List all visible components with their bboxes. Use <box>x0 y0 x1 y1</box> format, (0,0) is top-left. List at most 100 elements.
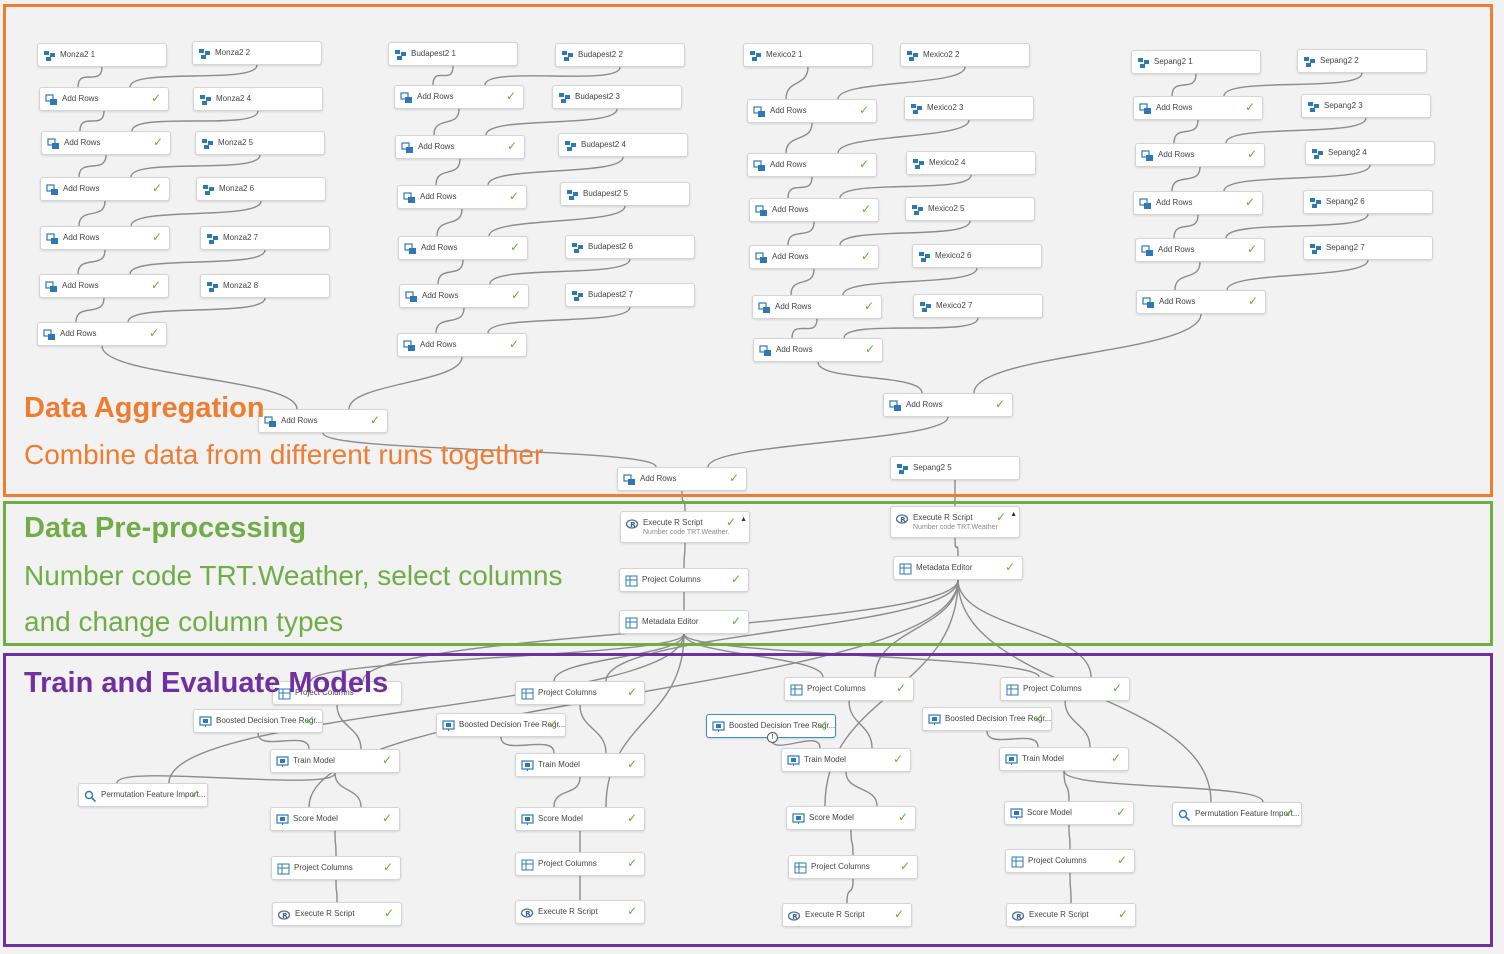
module-sm2[interactable]: Score Model✓ <box>515 807 645 831</box>
module-pc3[interactable]: Project Columns✓ <box>784 677 914 701</box>
module-me7[interactable]: Mexico2 7 <box>913 294 1043 318</box>
module-bd4[interactable]: Boosted Decision Tree Regr...✓ <box>922 707 1052 731</box>
module-bu7[interactable]: Budapest2 7 <box>565 283 695 307</box>
module-bd1[interactable]: Boosted Decision Tree Regr...✓ <box>193 709 323 733</box>
module-mo7[interactable]: Monza2 7 <box>200 226 330 250</box>
module-pc1[interactable]: Project Columns <box>272 681 402 705</box>
module-moa1[interactable]: Add Rows✓ <box>39 87 169 111</box>
module-se4[interactable]: Sepang2 4 <box>1305 141 1435 165</box>
module-se3[interactable]: Sepang2 3 <box>1301 94 1431 118</box>
module-moa3[interactable]: Add Rows✓ <box>40 177 170 201</box>
module-bua1[interactable]: Add Rows✓ <box>394 85 524 109</box>
module-mo4[interactable]: Monza2 4 <box>193 87 323 111</box>
module-sea5[interactable]: Add Rows✓ <box>1136 290 1266 314</box>
module-mo6[interactable]: Monza2 6 <box>196 177 326 201</box>
module-sea2[interactable]: Add Rows✓ <box>1135 143 1265 167</box>
module-bd2[interactable]: Boosted Decision Tree Regr...✓ <box>436 713 566 737</box>
module-pj2[interactable]: Project Columns✓ <box>515 852 645 876</box>
module-label: Budapest2 4 <box>581 140 626 149</box>
module-sea1[interactable]: Add Rows✓ <box>1133 96 1263 120</box>
module-sm3[interactable]: Score Model✓ <box>786 806 916 830</box>
dataset-icon <box>912 157 925 169</box>
module-sm1[interactable]: Score Model✓ <box>270 807 400 831</box>
module-me5[interactable]: Mexico2 5 <box>905 197 1035 221</box>
collapse-caret-icon[interactable]: ▲ <box>740 516 747 523</box>
wire-pc2-tm2 <box>579 704 607 754</box>
module-bua5[interactable]: Add Rows✓ <box>399 284 529 308</box>
module-moa6[interactable]: Add Rows✓ <box>37 322 167 346</box>
module-mea1[interactable]: Add Rows✓ <box>747 99 877 123</box>
train-model-icon <box>787 754 800 766</box>
module-se2[interactable]: Sepang2 2 <box>1297 49 1427 73</box>
module-tm1[interactable]: Train Model✓ <box>270 749 400 773</box>
module-tm2[interactable]: Train Model✓ <box>515 753 645 777</box>
module-me2[interactable]: Mexico2 2 <box>900 43 1030 67</box>
wire-mo2-moa1 <box>129 64 258 88</box>
module-sm4[interactable]: Score Model✓ <box>1004 801 1134 825</box>
module-label: Monza2 6 <box>219 184 255 193</box>
module-me6[interactable]: Mexico2 6 <box>912 244 1042 268</box>
module-bua3[interactable]: Add Rows✓ <box>397 185 527 209</box>
module-sea4[interactable]: Add Rows✓ <box>1135 238 1265 262</box>
module-moa2[interactable]: Add Rows✓ <box>41 131 171 155</box>
module-md2[interactable]: Metadata Editor✓ <box>893 556 1023 580</box>
module-ab[interactable]: Add Rows✓ <box>258 409 388 433</box>
module-bu4[interactable]: Budapest2 4 <box>558 133 688 157</box>
add-rows-icon <box>753 159 766 171</box>
module-pf1[interactable]: Permutation Feature Import...✓ <box>78 783 208 807</box>
wire-moa1-moa2 <box>79 110 105 132</box>
module-bu1[interactable]: Budapest2 1 <box>388 42 518 66</box>
module-bu2[interactable]: Budapest2 2 <box>555 43 685 67</box>
module-me4[interactable]: Mexico2 4 <box>906 151 1036 175</box>
module-tm4[interactable]: Train Model✓ <box>999 747 1129 771</box>
module-mea6[interactable]: Add Rows✓ <box>753 338 883 362</box>
module-pc2[interactable]: Project Columns✓ <box>515 681 645 705</box>
module-tm3[interactable]: Train Model✓ <box>781 748 911 772</box>
module-mea5[interactable]: Add Rows✓ <box>752 295 882 319</box>
module-md1[interactable]: Metadata Editor✓ <box>619 610 749 634</box>
module-pj4[interactable]: Project Columns✓ <box>1005 849 1135 873</box>
module-mo1[interactable]: Monza2 1 <box>37 43 167 67</box>
module-bu5[interactable]: Budapest2 5 <box>560 182 690 206</box>
module-se7[interactable]: Sepang2 7 <box>1303 236 1433 260</box>
module-me1[interactable]: Mexico2 1 <box>743 43 873 67</box>
module-mea4[interactable]: Add Rows✓ <box>749 245 879 269</box>
module-moa5[interactable]: Add Rows✓ <box>39 274 169 298</box>
module-moa4[interactable]: Add Rows✓ <box>40 226 170 250</box>
module-pc0[interactable]: Project Columns✓ <box>619 568 749 592</box>
warning-icon[interactable]: ! <box>767 732 778 743</box>
module-mea3[interactable]: Add Rows✓ <box>749 198 879 222</box>
module-me3[interactable]: Mexico2 3 <box>904 96 1034 120</box>
module-mea2[interactable]: Add Rows✓ <box>747 153 877 177</box>
module-pj3[interactable]: Project Columns✓ <box>788 855 918 879</box>
module-se6[interactable]: Sepang2 6 <box>1303 190 1433 214</box>
module-pc4[interactable]: Project Columns✓ <box>1000 677 1130 701</box>
module-se1[interactable]: Sepang2 1 <box>1131 50 1261 74</box>
module-pj1[interactable]: Project Columns✓ <box>271 856 401 880</box>
module-bu3[interactable]: Budapest2 3 <box>552 85 682 109</box>
module-mo8[interactable]: Monza2 8 <box>200 274 330 298</box>
module-bd3[interactable]: Boosted Decision Tree Regr...✓! <box>706 714 836 743</box>
module-bua6[interactable]: Add Rows✓ <box>397 333 527 357</box>
module-pf2[interactable]: Permutation Feature Import...✓ <box>1172 802 1302 826</box>
module-bu6[interactable]: Budapest2 6 <box>565 235 695 259</box>
module-se5[interactable]: Sepang2 5 <box>890 456 1020 480</box>
dataset-icon <box>1307 100 1320 112</box>
collapse-caret-icon[interactable]: ▲ <box>1010 511 1017 518</box>
module-af[interactable]: Add Rows✓ <box>617 467 747 491</box>
module-sea3[interactable]: Add Rows✓ <box>1133 191 1263 215</box>
module-mo2[interactable]: Monza2 2 <box>192 41 322 65</box>
module-bua2[interactable]: Add Rows✓ <box>395 135 525 159</box>
wire-md2-pc4 <box>957 579 1092 678</box>
module-ams[interactable]: Add Rows✓ <box>883 393 1013 417</box>
dataset-icon <box>918 250 931 262</box>
module-mo5[interactable]: Monza2 5 <box>195 131 325 155</box>
module-bua4[interactable]: Add Rows✓ <box>398 236 528 260</box>
